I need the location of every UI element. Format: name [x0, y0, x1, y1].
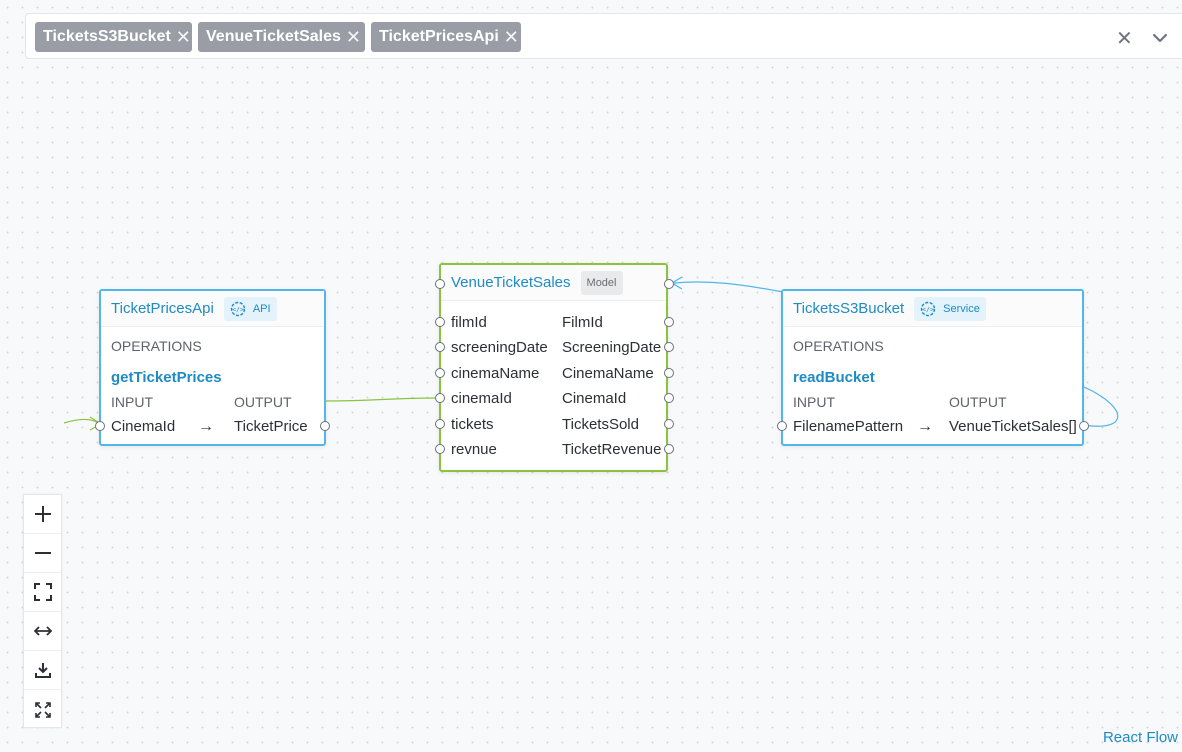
- field-name: screeningDate: [451, 339, 548, 356]
- chevron-down-icon[interactable]: [1152, 30, 1168, 48]
- input-handle[interactable]: [95, 421, 105, 431]
- zoom-in-button[interactable]: [24, 495, 61, 534]
- gear-code-icon: </>: [230, 301, 246, 316]
- node-venue-ticket-sales[interactable]: VenueTicketSales Model filmId FilmId scr…: [435, 263, 674, 472]
- gear-code-icon: </>: [920, 301, 936, 316]
- node-type-badge: </> Service: [914, 296, 986, 321]
- download-icon: [34, 663, 51, 678]
- model-output-handle[interactable]: [664, 279, 674, 289]
- field-input-handle[interactable]: [435, 419, 445, 429]
- operation-name[interactable]: getTicketPrices: [111, 369, 222, 386]
- field-output-handle[interactable]: [664, 444, 674, 454]
- field-type: ScreeningDate: [562, 339, 662, 356]
- output-handle[interactable]: [1079, 421, 1089, 431]
- output-handle[interactable]: [320, 421, 330, 431]
- fullscreen-icon: [34, 701, 51, 718]
- clear-filters-icon[interactable]: ✕: [1116, 28, 1133, 50]
- filter-chip-venue-ticket-sales[interactable]: VenueTicketSales ✕: [198, 22, 365, 52]
- field-name: filmId: [451, 314, 487, 331]
- minus-icon: [34, 552, 51, 554]
- output-label: OUTPUT: [949, 394, 1007, 410]
- field-type: FilmId: [562, 314, 603, 331]
- field-output-handle[interactable]: [664, 393, 674, 403]
- field-type: TicketRevenue: [562, 441, 662, 458]
- output-type: VenueTicketSales[]: [949, 418, 1077, 435]
- zoom-out-button[interactable]: [24, 534, 61, 573]
- node-ticket-prices-api[interactable]: TicketPricesApi </> API OPERATIONS getTi…: [95, 289, 330, 446]
- operations-label: OPERATIONS: [793, 338, 884, 354]
- node-tickets-s3-bucket[interactable]: TicketsS3Bucket </> Service OPERATIONS r…: [777, 289, 1089, 446]
- svg-text:</>: </>: [232, 305, 244, 313]
- flow-controls: [23, 494, 62, 728]
- field-input-handle[interactable]: [435, 342, 445, 352]
- chip-label: TicketPricesApi: [379, 28, 499, 45]
- output-type: TicketPrice: [234, 418, 308, 435]
- chip-label: VenueTicketSales: [206, 28, 341, 45]
- node-title[interactable]: TicketsS3Bucket: [793, 300, 905, 317]
- input-label: INPUT: [793, 394, 835, 410]
- node-header: TicketsS3Bucket </> Service: [783, 291, 1082, 327]
- filter-bar[interactable]: TicketsS3Bucket ✕ VenueTicketSales ✕ Tic…: [25, 13, 1182, 59]
- svg-text:</>: </>: [922, 305, 934, 313]
- field-type: TicketsSold: [562, 416, 639, 433]
- field-name: tickets: [451, 416, 494, 433]
- input-label: INPUT: [111, 394, 153, 410]
- fullscreen-button[interactable]: [24, 690, 61, 729]
- node-title[interactable]: VenueTicketSales: [451, 274, 571, 291]
- field-input-handle[interactable]: [435, 444, 445, 454]
- badge-label: API: [252, 302, 271, 315]
- input-type: CinemaId: [111, 418, 176, 435]
- chip-remove-icon[interactable]: ✕: [175, 26, 191, 47]
- operation-name[interactable]: readBucket: [793, 369, 875, 386]
- output-label: OUTPUT: [234, 394, 292, 410]
- edge-s3bucket-self-loop[interactable]: [1083, 386, 1119, 427]
- edge-ticketprice-to-cinemaid[interactable]: [324, 397, 440, 402]
- node-header: TicketPricesApi </> API: [101, 291, 324, 327]
- node-title[interactable]: TicketPricesApi: [111, 300, 214, 317]
- edge-s3bucket-to-venueticketsales[interactable]: [673, 281, 784, 293]
- fit-view-icon: [33, 583, 52, 601]
- node-header: VenueTicketSales Model: [441, 265, 666, 301]
- field-input-handle[interactable]: [435, 368, 445, 378]
- download-button[interactable]: [24, 651, 61, 690]
- input-handle[interactable]: [777, 421, 787, 431]
- badge-label: Model: [586, 276, 617, 289]
- input-type: FilenamePattern: [793, 418, 904, 435]
- arrow-icon: →: [917, 418, 933, 435]
- field-name: revnue: [451, 441, 497, 458]
- arrow-icon: →: [198, 418, 214, 435]
- chip-label: TicketsS3Bucket: [43, 28, 171, 45]
- horizontal-arrows-icon: [33, 626, 52, 636]
- field-type: CinemaName: [562, 365, 654, 382]
- plus-icon: [34, 506, 51, 522]
- chip-remove-icon[interactable]: ✕: [503, 26, 519, 47]
- field-input-handle[interactable]: [435, 393, 445, 403]
- filter-chip-ticket-prices-api[interactable]: TicketPricesApi ✕: [371, 22, 521, 52]
- fit-view-button[interactable]: [24, 573, 61, 612]
- chip-remove-icon[interactable]: ✕: [345, 26, 361, 47]
- field-output-handle[interactable]: [664, 342, 674, 352]
- model-input-handle[interactable]: [435, 279, 445, 289]
- operations-label: OPERATIONS: [111, 338, 202, 354]
- field-output-handle[interactable]: [664, 317, 674, 327]
- field-input-handle[interactable]: [435, 317, 445, 327]
- node-type-badge: Model: [580, 270, 623, 295]
- badge-label: Service: [943, 302, 980, 315]
- field-output-handle[interactable]: [664, 419, 674, 429]
- node-type-badge: </> API: [223, 296, 277, 321]
- field-name: cinemaId: [451, 390, 512, 407]
- field-name: cinemaName: [451, 365, 540, 382]
- react-flow-attribution[interactable]: React Flow: [1102, 729, 1178, 746]
- expand-horizontal-button[interactable]: [24, 612, 61, 651]
- filter-chip-tickets-s3-bucket[interactable]: TicketsS3Bucket ✕: [35, 22, 192, 52]
- field-output-handle[interactable]: [664, 368, 674, 378]
- field-type: CinemaId: [562, 390, 627, 407]
